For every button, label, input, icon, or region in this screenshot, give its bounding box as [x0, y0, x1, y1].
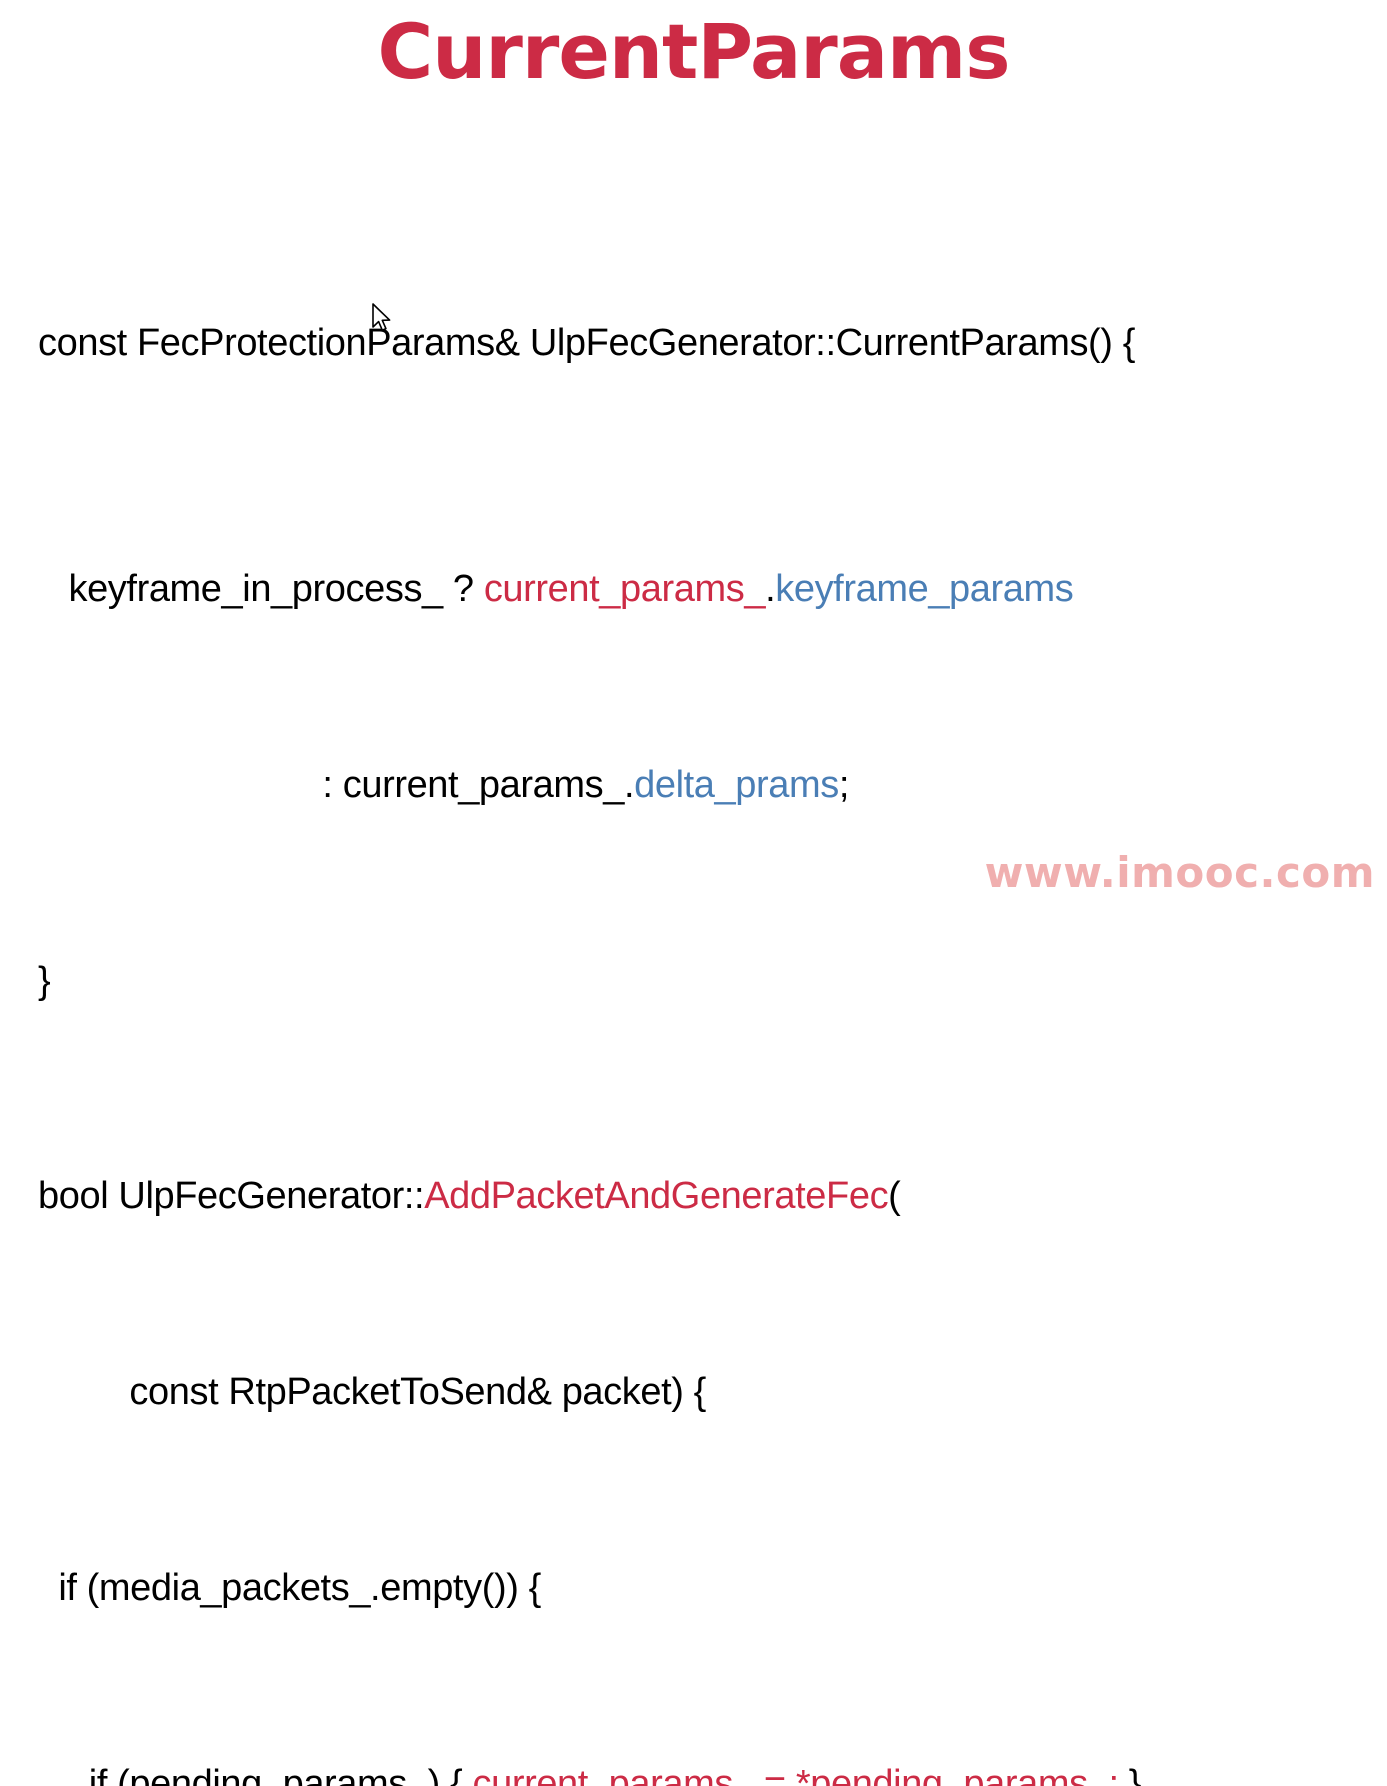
code-token-keyframe-params: keyframe_params	[775, 568, 1074, 610]
code-line-6: const RtpPacketToSend& packet) {	[38, 1368, 1378, 1417]
code-line-2: keyframe_in_process_ ? current_params_.k…	[38, 565, 1378, 614]
code-token-dot: .	[765, 568, 776, 610]
code-line-8: if (pending_params_) { current_params_ =…	[38, 1760, 1378, 1786]
code-text: keyframe_in_process_ ?	[38, 568, 484, 610]
code-line-4: }	[38, 957, 1378, 1006]
code-text: bool UlpFecGenerator::	[38, 1175, 425, 1217]
code-text: : current_params_.	[38, 764, 635, 806]
code-line-3: : current_params_.delta_prams;	[38, 761, 1378, 810]
code-token-assign-current-params: current_params_ = *pending_params_;	[472, 1763, 1119, 1786]
page-title: CurrentParams	[377, 7, 1011, 96]
code-text: if (pending_params_) {	[38, 1763, 473, 1786]
code-line-5: bool UlpFecGenerator::AddPacketAndGenera…	[38, 1172, 1378, 1221]
code-text: const RtpPacketToSend& packet) {	[38, 1371, 706, 1413]
code-text: }	[1118, 1763, 1142, 1786]
slide-canvas: CurrentParams const FecProtectionParams&…	[38, 7, 1375, 1786]
code-block: const FecProtectionParams& UlpFecGenerat…	[38, 172, 1378, 1786]
watermark: www.imooc.com	[984, 848, 1375, 897]
code-text: if (media_packets_.empty()) {	[38, 1567, 541, 1609]
code-token-current-params: current_params_	[483, 568, 766, 610]
code-text: }	[38, 960, 51, 1002]
code-token-add-packet-and-generate-fec: AddPacketAndGenerateFec	[424, 1175, 889, 1217]
code-text: (	[888, 1175, 901, 1217]
code-text: ;	[838, 764, 850, 806]
code-line-1: const FecProtectionParams& UlpFecGenerat…	[38, 319, 1378, 368]
code-token-delta-prams: delta_prams	[634, 764, 839, 806]
code-line-7: if (media_packets_.empty()) {	[38, 1564, 1378, 1613]
code-text: const FecProtectionParams& UlpFecGenerat…	[38, 322, 1136, 364]
